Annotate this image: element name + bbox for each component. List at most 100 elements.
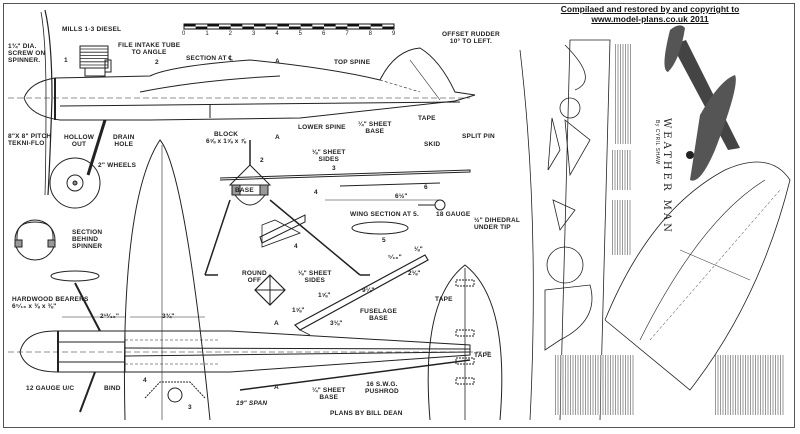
label-plans-by: PLANS BY BILL DEAN xyxy=(330,410,403,417)
part-number: 2 xyxy=(260,157,264,164)
article-text-block xyxy=(612,150,632,190)
label-engine: MILLS 1·3 DIESEL xyxy=(62,26,122,33)
part-number: 3 xyxy=(332,165,336,172)
scale-bar-segment xyxy=(277,24,289,27)
scale-tick-label: 4 xyxy=(275,31,279,37)
scale-tick-label: 5 xyxy=(298,31,302,37)
label-intake: FILE INTAKE TUBE TO ANGLE xyxy=(118,42,181,56)
front-view xyxy=(204,140,471,276)
scale-tick-label: 3 xyxy=(252,31,256,37)
part-number: 4 xyxy=(294,243,298,250)
article-text-block xyxy=(615,44,631,144)
scale-bar-segment xyxy=(254,24,266,27)
part-number: 1 xyxy=(64,57,68,64)
scale-bar-segment xyxy=(359,26,371,29)
plan-view-fuselage xyxy=(8,282,490,413)
engine-drawing xyxy=(79,45,112,77)
magazine-title: WEATHER MAN xyxy=(661,118,672,235)
scale-bar-segment xyxy=(289,26,301,29)
label-fuselage-base: FUSELAGE BASE xyxy=(360,308,397,322)
label-dim-6-half: 6½" xyxy=(395,193,408,200)
label-dihedral: ½" DIHEDRAL UNDER TIP xyxy=(474,217,521,231)
label-dim-1b: 1⅝" xyxy=(292,307,305,314)
part-number: 4 xyxy=(314,189,318,196)
side-view-fuselage xyxy=(8,47,476,121)
scale-bar-segment xyxy=(230,24,243,27)
scale-bar-segment xyxy=(370,24,383,27)
section-behind-spinner xyxy=(14,219,100,282)
label-tape-mid: TAPE xyxy=(435,296,453,303)
scale-bar-segment xyxy=(195,26,208,29)
label-dim-3-3: 3¾" xyxy=(162,313,175,320)
label-tape-top: TAPE xyxy=(418,115,436,122)
label-tape-right: TAPE xyxy=(474,352,492,359)
scale-bar-segment xyxy=(300,24,313,27)
copyright-line-1: Compilaed and restored by and copyright … xyxy=(560,4,740,14)
copyright-header: Compilaed and restored by and copyright … xyxy=(520,4,780,24)
label-18-gauge: 18 GAUGE xyxy=(436,211,471,218)
label-dim-3q: 3⅛" xyxy=(330,320,343,327)
scale-bar-segment xyxy=(324,24,336,27)
scale-bar-segment xyxy=(207,24,219,27)
article-text-block xyxy=(715,355,785,415)
label-section-centerline: SECTION AT ℄ xyxy=(186,55,234,62)
model-photo xyxy=(664,25,740,181)
label-sheet-base-bottom: ¼" SHEET BASE xyxy=(312,387,346,401)
copyright-link[interactable]: www.model-plans.co.uk 2011 xyxy=(591,14,709,24)
scale-tick-label: 7 xyxy=(345,31,349,37)
label-top-spine: TOP SPINE xyxy=(334,59,371,66)
label-bind: BIND xyxy=(104,385,121,392)
section-marker-a: A xyxy=(275,58,280,65)
scale-bar-segment xyxy=(265,26,278,29)
scale-bar-segment xyxy=(242,26,254,29)
label-offset-rudder: OFFSET RUDDER 10° TO LEFT. xyxy=(442,31,500,45)
label-span: 19" SPAN xyxy=(236,400,268,407)
label-section-behind-spinner: SECTION BEHIND SPINNER xyxy=(72,229,103,250)
label-round-off: ROUND OFF xyxy=(242,270,267,284)
label-skid: SKID xyxy=(424,141,441,148)
part-number: 3 xyxy=(188,404,192,411)
section-marker-a: A xyxy=(275,134,280,141)
scale-tick-label: 1 xyxy=(205,31,209,37)
scale-bar-segment xyxy=(382,26,394,29)
scale-tick-label: 9 xyxy=(392,31,396,37)
section-marker-a: A xyxy=(274,320,279,327)
label-split-pin: SPLIT PIN xyxy=(462,133,495,140)
wing-outline-left xyxy=(123,139,211,421)
propeller xyxy=(40,9,53,196)
article-text-block xyxy=(612,200,632,255)
label-dim-1a: 1⅝" xyxy=(318,292,331,299)
label-wheels: 2" WHEELS xyxy=(98,162,137,169)
label-dim-frac: ⁵⁄₁₆" xyxy=(388,254,402,261)
label-dim-2q: 2⅛" xyxy=(408,270,421,277)
scale-bar-segment xyxy=(347,24,359,27)
scale-bar-segment xyxy=(219,26,231,29)
label-dim-2-13: 2¹³⁄₁₆" xyxy=(100,313,120,320)
fuselage-base-sheet xyxy=(294,254,429,336)
label-sheet-sides-1: ⅛" SHEET SIDES xyxy=(312,149,346,163)
label-dim-9q: 9¼" xyxy=(362,287,375,294)
label-propeller: 8"X 8" PITCH TEKNI-FLO xyxy=(8,133,52,147)
label-hollow-out: HOLLOW OUT xyxy=(64,134,95,148)
scale-bar-segment xyxy=(335,26,348,29)
part-number: 4 xyxy=(143,377,147,384)
scale-tick-label: 6 xyxy=(322,31,326,37)
magazine-byline: By CYRIL SHAW xyxy=(654,120,660,165)
wheel xyxy=(49,119,107,209)
label-sheet-base-top: ¼" SHEET BASE xyxy=(358,121,392,135)
label-lower-spine: LOWER SPINE xyxy=(298,124,346,131)
label-dim-eighth: ⅛" xyxy=(414,246,423,253)
article-text-block xyxy=(555,355,635,415)
label-hardwood-bearers: HARDWOOD BEARERS 6⁵⁄₁₆ x ⅜ x ⅜" xyxy=(12,296,89,310)
part-number: 6 xyxy=(424,184,428,191)
label-block: BLOCK 6⅝ x 1⅝ x ⅞ xyxy=(206,131,247,145)
scale-bar-segment xyxy=(184,24,196,27)
magazine-page-drawings xyxy=(519,39,791,421)
label-wing-section: WING SECTION AT 5. xyxy=(350,211,419,218)
plan-border xyxy=(3,3,795,428)
tailplane xyxy=(427,264,503,421)
parts-detail xyxy=(254,214,409,306)
scale-bar xyxy=(183,23,395,30)
scale-bar-segment xyxy=(312,26,324,29)
